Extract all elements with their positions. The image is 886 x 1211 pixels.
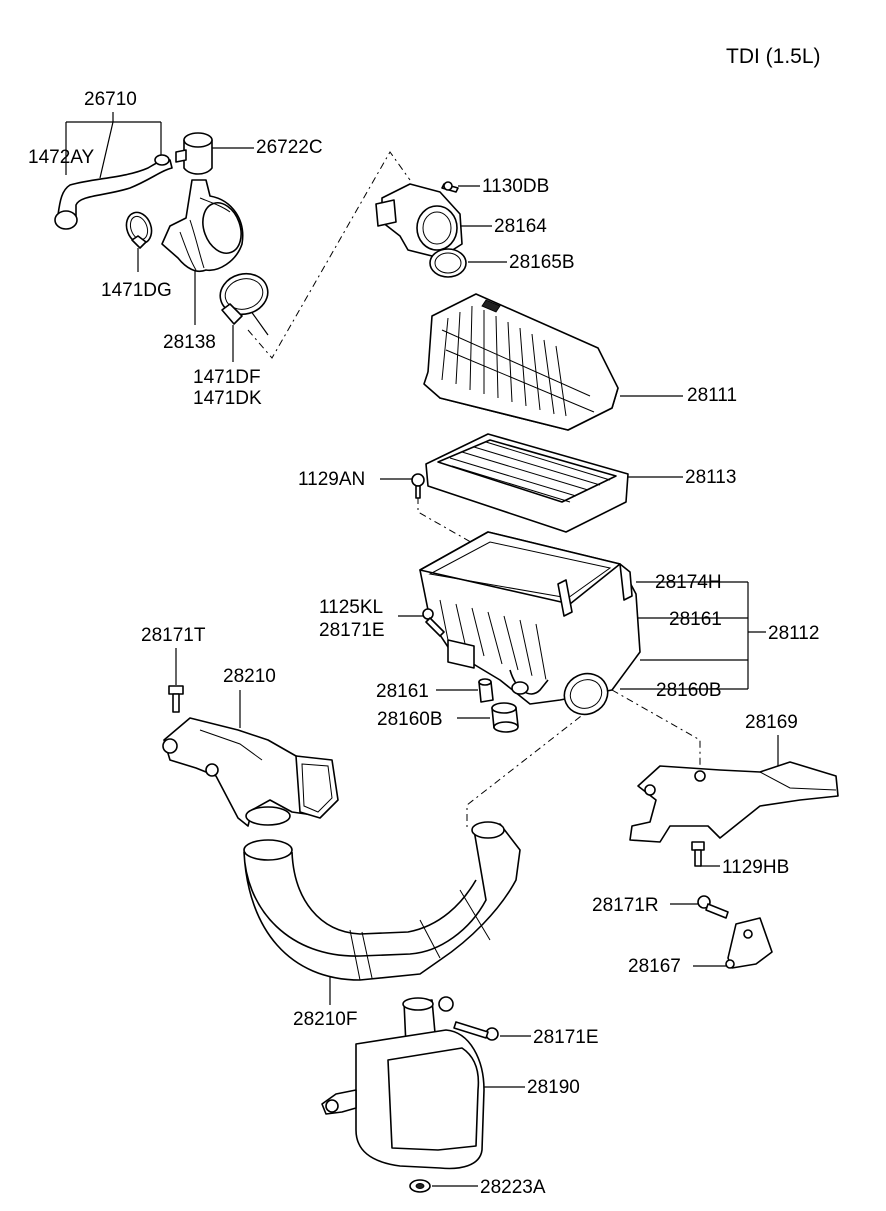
label-26722C: 26722C	[256, 137, 323, 158]
diagram-title: TDI (1.5L)	[726, 45, 821, 68]
label-1125KL: 1125KL	[319, 597, 383, 618]
air-cleaner-body-28112	[419, 531, 641, 716]
air-filter-28113	[425, 433, 629, 533]
bolt-28171T	[168, 685, 184, 713]
label-28112: 28112	[768, 623, 819, 644]
label-1472AY: 1472AY	[28, 147, 95, 168]
breather-hose-26710	[54, 154, 173, 230]
screw-1130DB	[441, 181, 459, 193]
intake-hose-28138	[161, 179, 244, 273]
bolt-1129AN	[411, 473, 425, 499]
grommet-28160B	[491, 702, 519, 733]
label-28167: 28167	[628, 956, 681, 977]
bolt-1129HB	[691, 841, 705, 867]
bracket-28169	[629, 761, 839, 843]
label-28113: 28113	[685, 467, 736, 488]
hose-clamp-1471DF	[219, 272, 269, 325]
label-28161-right: 28161	[669, 609, 722, 630]
label-28171E-lower: 28171E	[533, 1027, 599, 1048]
label-1129HB: 1129HB	[722, 857, 789, 878]
label-28169: 28169	[745, 712, 798, 733]
label-28165B: 28165B	[509, 252, 575, 273]
air-flow-sensor-28164	[375, 183, 463, 259]
bolt-28171E-lower	[453, 1021, 499, 1041]
part-labels: 26710 1472AY 26722C 1471DG 28138 1471DF …	[28, 89, 819, 1198]
label-26710: 26710	[84, 89, 137, 110]
intake-hose-28210F	[243, 821, 521, 981]
resonator-28190	[321, 996, 485, 1170]
gasket-28165B	[429, 248, 467, 278]
label-28171R: 28171R	[592, 895, 659, 916]
label-28164: 28164	[494, 216, 547, 237]
label-28210: 28210	[223, 666, 276, 687]
label-28160B-left: 28160B	[377, 709, 443, 730]
bolt-1125KL	[422, 608, 445, 637]
label-28171E-upper: 28171E	[319, 620, 385, 641]
label-1471DF: 1471DF	[193, 367, 261, 388]
label-1130DB: 1130DB	[482, 176, 549, 197]
label-1471DG: 1471DG	[101, 280, 172, 301]
label-28223A: 28223A	[480, 1177, 546, 1198]
leader-lines	[65, 112, 779, 1187]
oil-cap-26722C	[175, 132, 213, 175]
label-28138: 28138	[163, 332, 216, 353]
label-28171T: 28171T	[141, 625, 206, 646]
label-28210F: 28210F	[293, 1009, 357, 1030]
intake-duct-28210	[162, 717, 339, 827]
grommet-28223A	[409, 1179, 431, 1193]
bolt-28171R	[697, 895, 729, 919]
label-1471DK: 1471DK	[193, 388, 262, 409]
assembly-lines	[247, 151, 701, 828]
pin-28161	[478, 678, 494, 703]
label-28111: 28111	[687, 385, 737, 406]
label-1129AN: 1129AN	[298, 469, 365, 490]
air-cleaner-cover-28111	[423, 293, 619, 431]
label-28161-left: 28161	[376, 681, 429, 702]
bracket-28167	[725, 917, 773, 969]
hose-clamp-1471DG	[125, 211, 153, 249]
label-28160B-right: 28160B	[656, 680, 722, 701]
label-28190: 28190	[527, 1077, 580, 1098]
